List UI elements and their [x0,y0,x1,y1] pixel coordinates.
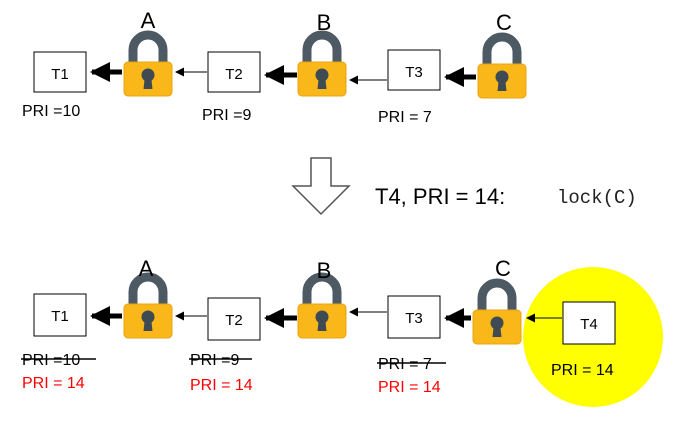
transition: T4, PRI = 14: lock(C) [291,157,637,216]
lock-label-b: B [317,258,332,283]
thread-name: T1 [51,66,69,83]
bottom-thread-box-t1: T1 [33,293,87,337]
bottom-thread-box-t3: T3 [387,295,441,339]
top-thread-box-t1: T1 [33,51,87,93]
padlock-icon [124,35,172,96]
waiting-thread-priority: PRI = 14 [551,362,614,379]
down-arrow-icon [291,157,351,216]
thread-name: T2 [225,312,243,329]
padlock-icon [298,35,346,96]
priority-label: PRI =9 [202,107,251,124]
new-priority-label: PRI = 14 [22,375,85,392]
new-priority-label: PRI = 14 [190,377,253,394]
new-priority-label: PRI = 14 [378,379,441,396]
old-priority-t2: PRI =9 [189,352,252,369]
bottom-thread-box-t2: T2 [207,297,261,341]
lock-label-c: C [496,10,512,35]
padlock-icon [298,277,346,338]
event-text: T4, PRI = 14: [375,184,505,209]
bottom-row: T1 T2 T3 T4 A B C PRI =10 [21,256,663,407]
old-priority-label: PRI =10 [22,352,80,369]
top-row: T1 T2 T3 A B C PRI =10 PRI =9 PRI = 7 [22,8,526,126]
code-text: lock(C) [557,187,637,209]
padlock-icon [478,37,526,98]
priority-label: PRI =10 [22,103,80,120]
old-priority-t1: PRI =10 [21,352,96,369]
thread-name: T1 [51,308,69,325]
thread-name: T4 [580,316,598,333]
lock-label-b: B [317,10,332,35]
top-thread-box-t3: T3 [387,49,441,91]
lock-label-a: A [139,256,154,281]
lock-label-a: A [141,8,156,33]
old-priority-t3: PRI = 7 [377,356,446,373]
bottom-thread-box-t4: T4 [562,301,616,345]
priority-label: PRI = 7 [378,109,432,126]
old-priority-label: PRI =9 [190,352,239,369]
thread-name: T3 [405,310,423,327]
thread-name: T2 [225,66,243,83]
old-priority-label: PRI = 7 [378,356,432,373]
thread-name: T3 [405,64,423,81]
padlock-icon [473,283,521,344]
top-thread-box-t2: T2 [207,51,261,93]
padlock-icon [124,277,172,338]
lock-label-c: C [495,256,511,281]
